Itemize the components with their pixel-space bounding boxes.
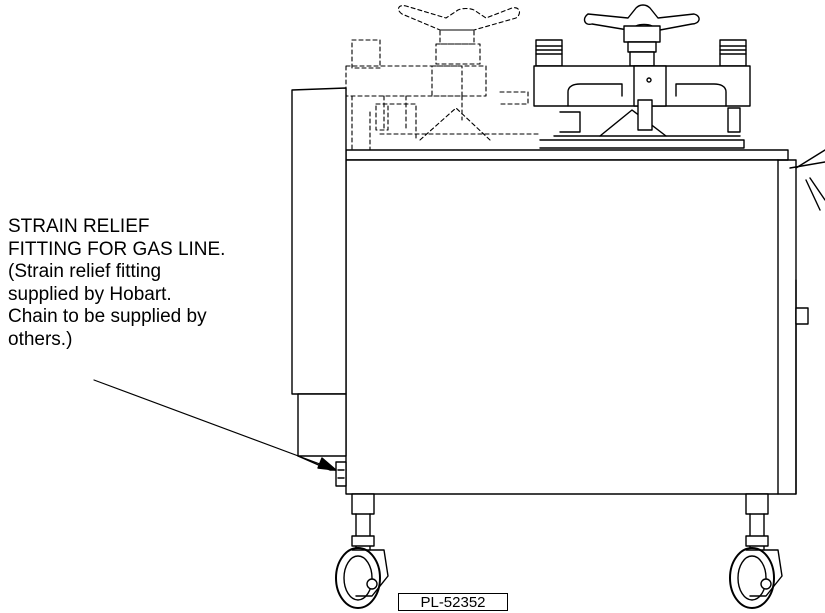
callout-leader-arrow	[93, 379, 337, 471]
strain-relief-fitting	[335, 461, 347, 487]
callout-line: supplied by Hobart.	[8, 283, 172, 305]
lid-assembly	[533, 4, 751, 149]
callout-line: FITTING FOR GAS LINE.	[8, 238, 226, 260]
callout-line: STRAIN RELIEF	[8, 216, 150, 237]
callout-line: others.)	[8, 328, 73, 350]
cabinet-body	[345, 149, 825, 495]
raised-lid-ghost-outline	[345, 5, 541, 151]
strain-relief-callout: STRAIN RELIEF FITTING FOR GAS LINE. (Str…	[8, 216, 298, 351]
right-caster	[729, 493, 783, 609]
callout-line: (Strain relief fitting	[8, 261, 162, 282]
top-counter	[345, 149, 789, 161]
left-caster	[335, 493, 389, 609]
rear-panel	[291, 87, 347, 471]
callout-line: Chain to be supplied by	[8, 306, 207, 327]
figure-id-label: PL-52352	[398, 593, 508, 611]
lid-knob	[583, 4, 700, 31]
